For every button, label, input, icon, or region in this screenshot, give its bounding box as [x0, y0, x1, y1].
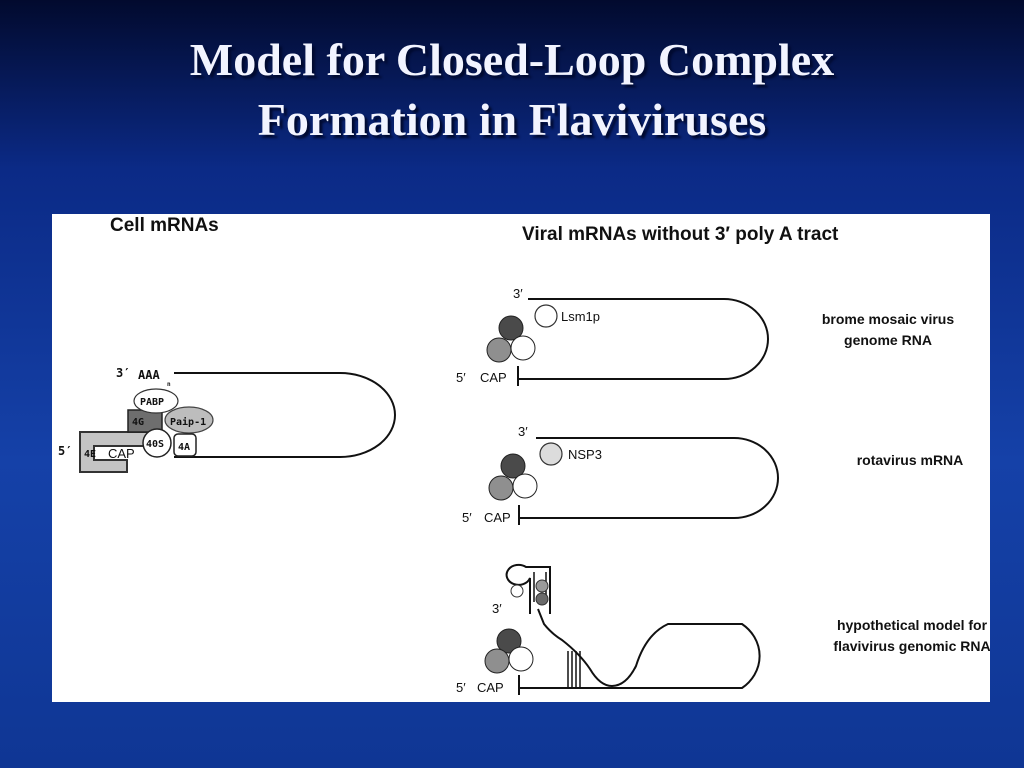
rotavirus-factor-circle — [512, 473, 538, 499]
paip1-label: Paip-1 — [170, 416, 206, 428]
bmv-rna-strand — [518, 298, 769, 380]
eif4a-label: 4A — [178, 442, 190, 453]
cell-cap-label: CAP — [108, 446, 135, 461]
flavivirus-stem-loop — [505, 563, 551, 614]
flavivirus-eif4g-circle — [496, 628, 522, 654]
bmv-three-prime-label: 3′ — [513, 286, 523, 301]
nsp3-label: NSP3 — [568, 447, 602, 462]
bmv-eif4g-circle — [498, 315, 524, 341]
flavivirus-label-line-1: hypothetical model for — [837, 617, 988, 633]
flavivirus-small-factor — [535, 592, 549, 606]
cell-five-prime-label: 5′ — [58, 444, 72, 458]
flavivirus-three-prime-label: 3′ — [492, 601, 502, 616]
rotavirus-five-prime-label: 5′ — [462, 510, 472, 525]
eif4e-label: 4E — [84, 449, 96, 460]
bmv-label-line-2: genome RNA — [844, 332, 932, 348]
flavivirus-five-prime-label: 5′ — [456, 680, 466, 695]
rotavirus-rna-strand — [519, 437, 779, 519]
nsp3-protein — [539, 442, 563, 466]
lsm1p-protein — [534, 304, 558, 328]
eif4g-label: 4G — [132, 417, 144, 428]
rotavirus-label: rotavirus mRNA — [857, 452, 964, 468]
lsm1p-label: Lsm1p — [561, 309, 600, 324]
paip1-factor — [164, 406, 214, 434]
bmv-cap-label: CAP — [480, 370, 507, 385]
flavivirus-small-factor — [535, 579, 549, 593]
ribosome-40s-label: 40S — [146, 439, 164, 450]
cell-mrna-strand — [174, 372, 396, 458]
bmv-eif4e-circle — [486, 337, 512, 363]
rotavirus-three-prime-label: 3′ — [518, 424, 528, 439]
diagram-panel: Cell mRNAs 3′ AAA n 4E CAP 5′ 4G Paip-1 … — [52, 214, 990, 702]
bmv-five-prime-label: 5′ — [456, 370, 466, 385]
flavivirus-rna-strand — [519, 608, 761, 689]
eif4a-factor — [173, 433, 197, 457]
flavivirus-eif4e-circle — [484, 648, 510, 674]
bmv-label-line-1: brome mosaic virus — [822, 311, 954, 327]
pabp-factor — [133, 388, 179, 414]
flavivirus-factor-circle — [508, 646, 534, 672]
flavivirus-cap-label: CAP — [477, 680, 504, 695]
pabp-label: PABP — [140, 397, 164, 408]
ribosome-40s — [142, 428, 172, 458]
viral-mrnas-heading: Viral mRNAs without 3′ poly A tract — [522, 224, 839, 245]
flavivirus-small-factor — [510, 584, 524, 598]
rotavirus-eif4e-circle — [488, 475, 514, 501]
bmv-factor-circle — [510, 335, 536, 361]
slide-title-line-1: Model for Closed-Loop Complex — [189, 34, 835, 85]
cell-polya-label: AAA — [138, 368, 160, 382]
rotavirus-eif4g-circle — [500, 453, 526, 479]
flavivirus-label-line-2: flavivirus genomic RNA — [833, 638, 990, 654]
slide-title: Model for Closed-Loop Complex Formation … — [0, 30, 1024, 150]
cell-mrnas-heading: Cell mRNAs — [110, 215, 219, 236]
cell-polya-subscript: n — [167, 381, 171, 388]
rotavirus-cap-label: CAP — [484, 510, 511, 525]
closed-loop-diagram: Cell mRNAs 3′ AAA n 4E CAP 5′ 4G Paip-1 … — [58, 215, 990, 695]
cell-three-prime-label: 3′ — [116, 366, 130, 380]
slide-title-line-2: Formation in Flaviviruses — [257, 94, 767, 145]
